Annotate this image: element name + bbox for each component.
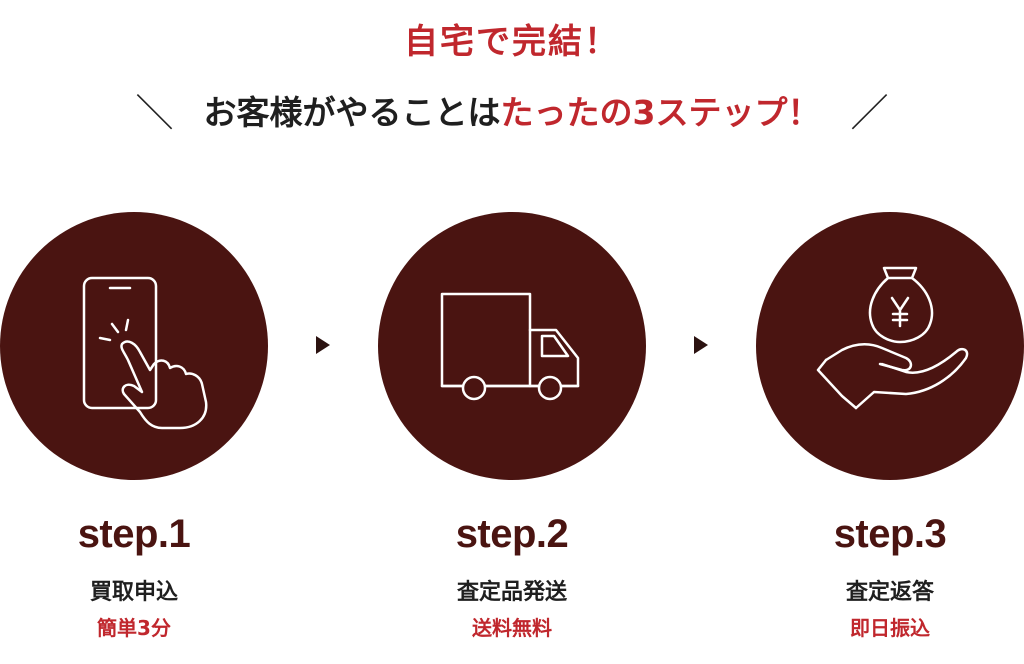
- smartphone-tap-icon: [82, 276, 208, 430]
- step-1-title: step.1: [77, 512, 191, 556]
- step-1: step.1 買取申込 簡単3分: [0, 212, 268, 640]
- step-3-name: 査定返答: [845, 580, 934, 605]
- step-arrow-1: [316, 336, 330, 354]
- step-2-note: 送料無料: [472, 616, 552, 640]
- step-3: step.3 査定返答 即日振込: [756, 212, 1024, 640]
- step-arrow-2: [694, 336, 708, 354]
- yen-money-bag-hand-icon: [816, 266, 969, 410]
- step-3-title: step.3: [833, 512, 947, 556]
- step-2-name: 査定品発送: [456, 580, 567, 605]
- step-2: step.2 査定品発送 送料無料: [378, 212, 646, 640]
- step-1-note: 簡単3分: [97, 616, 171, 640]
- step-1-circle: [0, 212, 268, 480]
- slash-right: ／: [850, 91, 889, 135]
- page-subheadline: ＼ お客様がやることは たったの3ステップ！ ／: [0, 82, 1024, 137]
- subheadline-accent: たったの3ステップ！: [500, 92, 821, 132]
- step-3-note: 即日振込: [850, 616, 930, 640]
- subheadline-prefix: お客様がやることは: [203, 92, 501, 132]
- step-1-name: 買取申込: [89, 580, 178, 605]
- step-2-circle: [378, 212, 646, 480]
- step-3-circle: [756, 212, 1024, 480]
- step-2-title: step.2: [455, 512, 569, 556]
- page-headline: 自宅で完結！: [404, 22, 620, 62]
- slash-left: ＼: [135, 91, 174, 135]
- delivery-truck-icon: [440, 292, 580, 401]
